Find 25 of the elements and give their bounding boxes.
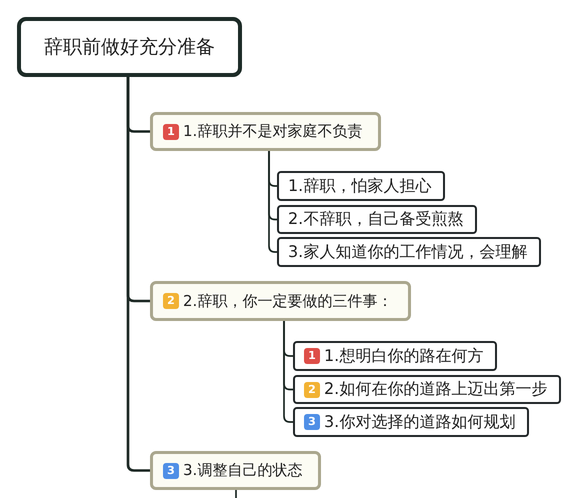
topic-text: 1.辞职并不是对家庭不负责 (183, 122, 362, 141)
topic-text: 3.调整自己的状态 (183, 461, 302, 480)
topic-text: 2.如何在你的道路上迈出第一步 (324, 379, 548, 400)
priority-badge: 1 (304, 348, 320, 364)
subtopic-box: 3.家人知道你的工作情况，会理解 (277, 237, 542, 267)
subtopic-box (293, 341, 498, 371)
connector-line (126, 77, 150, 472)
subtopic-box: 1.辞职，怕家人担心 (277, 171, 446, 201)
subtopic-box: 2.不辞职，自己备受煎熬 (277, 205, 478, 234)
topic-box (150, 112, 382, 151)
topic-text: 2.辞职，你一定要做的三件事： (183, 292, 392, 310)
topic-text: 3.你对选择的道路如何规划 (324, 412, 516, 432)
topic-box (150, 451, 322, 490)
priority-badge: 3 (163, 462, 179, 478)
connector-line (283, 321, 293, 423)
priority-badge: 2 (304, 382, 320, 398)
priority-badge: 3 (304, 414, 320, 430)
topic-box (150, 281, 412, 321)
connector-line (235, 490, 237, 498)
priority-badge: 2 (163, 293, 179, 309)
subtopic-box (293, 375, 562, 404)
topic-text: 1.想明白你的路在何方 (324, 346, 484, 366)
subtopic-box (293, 407, 530, 437)
central-topic-box: 辞职前做好充分准备 (17, 17, 242, 77)
priority-badge: 1 (163, 124, 179, 140)
